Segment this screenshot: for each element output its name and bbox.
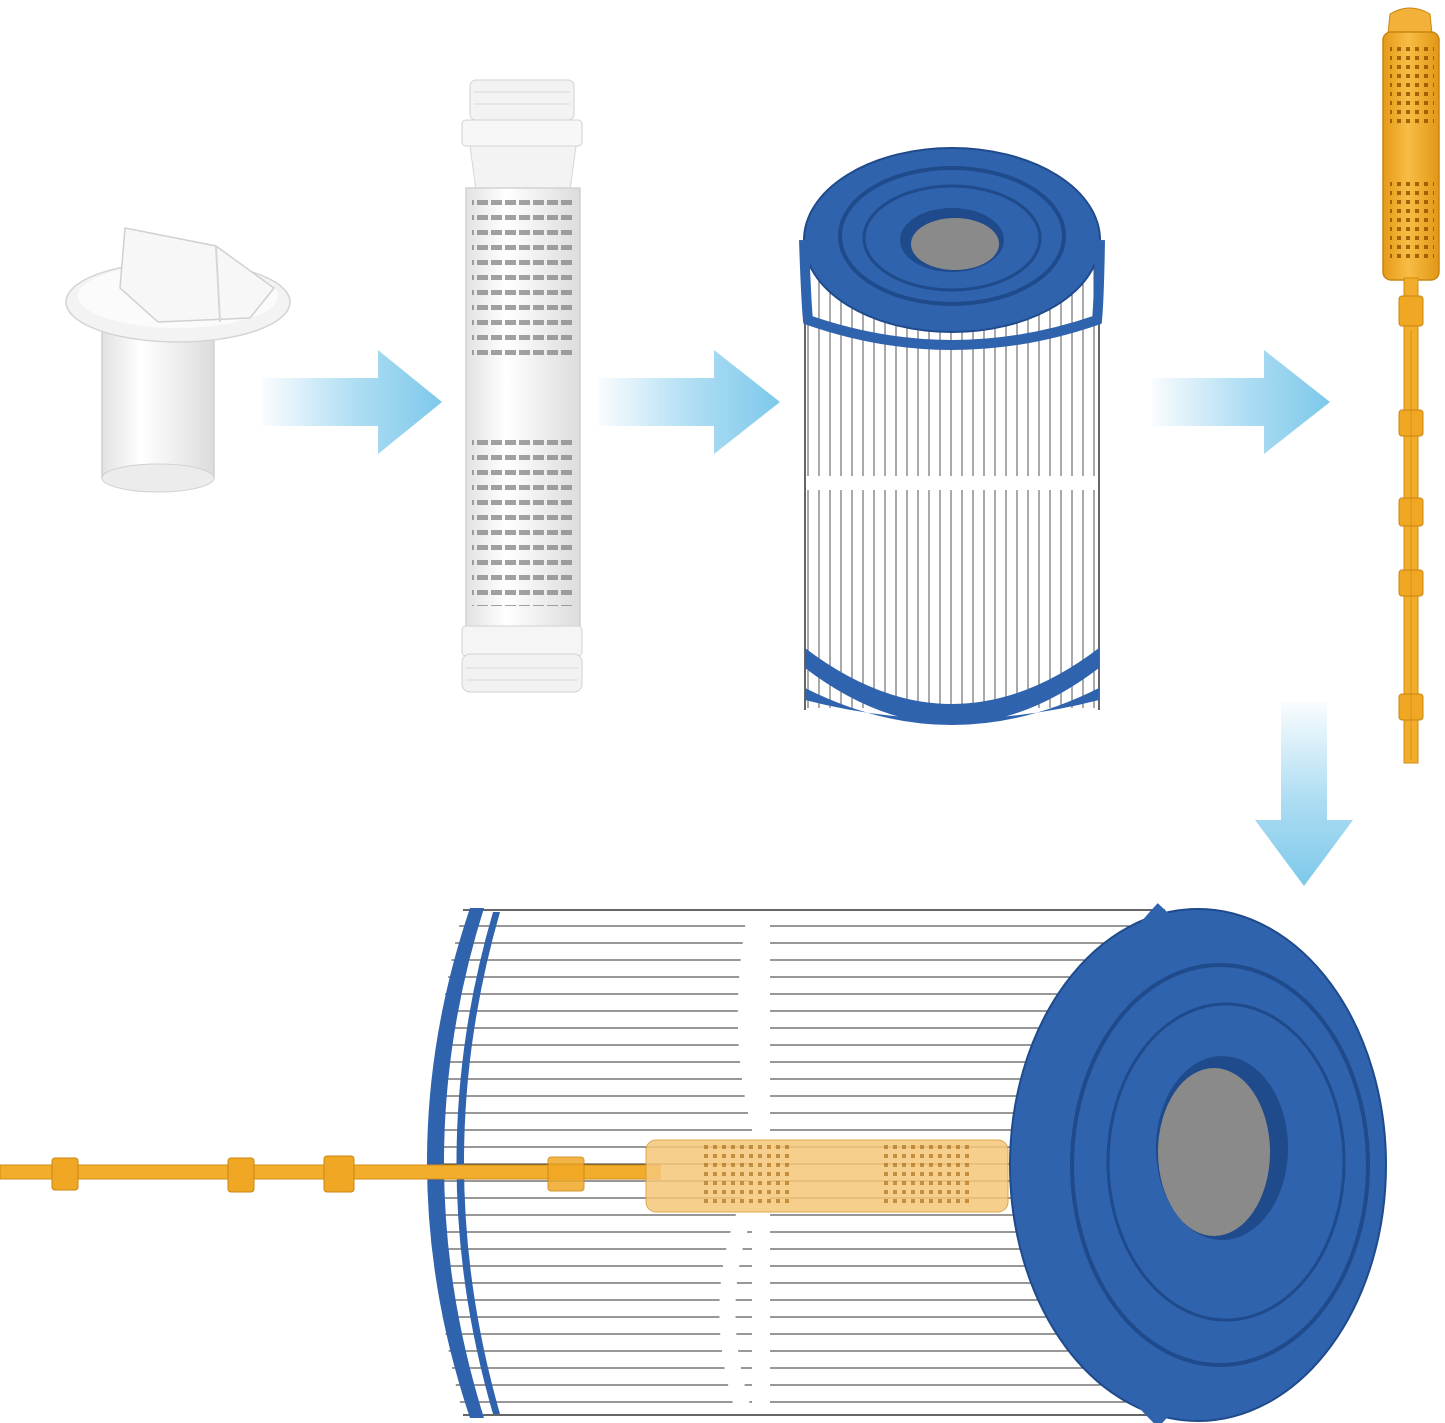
arrow-right-3	[1152, 350, 1330, 454]
arrow-right-2	[598, 350, 780, 454]
assembled-filter	[0, 903, 1387, 1423]
arrow-right-1	[262, 350, 442, 454]
arrow-down	[1255, 702, 1353, 886]
cartridge-filter	[799, 147, 1105, 725]
white-mineral-tube	[461, 79, 583, 693]
orange-mineral-stick	[1382, 7, 1440, 764]
adapter-part	[65, 227, 291, 493]
